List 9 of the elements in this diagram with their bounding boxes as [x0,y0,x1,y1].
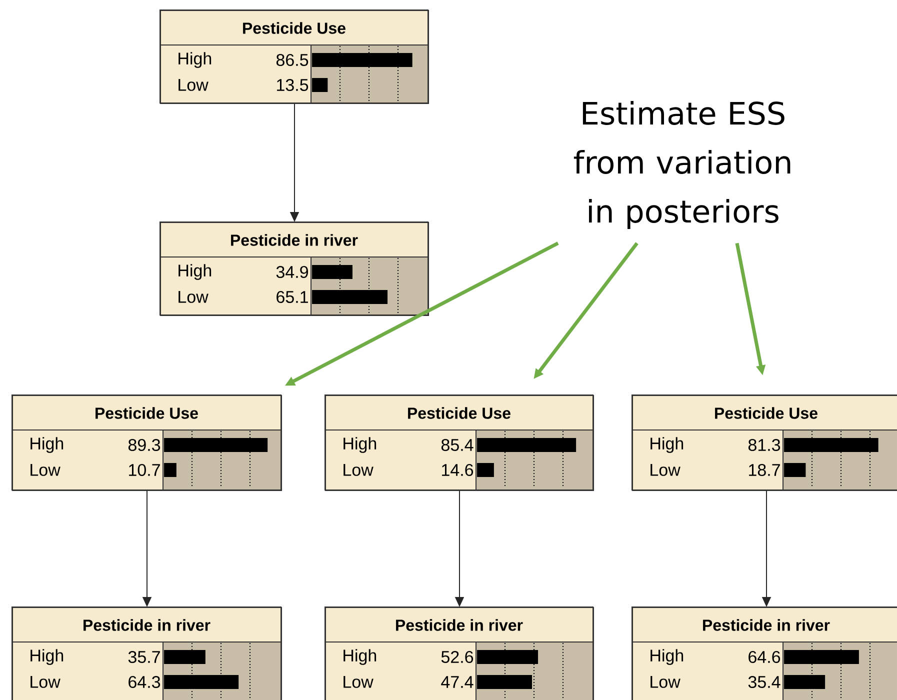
network-node-box: Pesticide in river High 64.6 Low 35.4 [632,606,897,700]
annotation-text: Estimate ESS from variation in posteriors [574,101,790,229]
network-node-box: Pesticide in river High 35.7 Low 64.3 [12,606,282,700]
network-node-box: Pesticide in river High 34.9 Low 65.1 [160,222,429,316]
network-node-box: Pesticide Use High 89.3 Low 10.7 [12,394,282,491]
network-node-box: Pesticide Use High 85.4 Low 14.6 [324,394,594,491]
network-node-box: Pesticide Use High 81.3 Low 18.7 [632,394,897,491]
network-node-box: Pesticide Use High 86.5 Low 13.5 [160,10,429,104]
network-node-box: Pesticide in river High 52.6 Low 47.4 [324,606,594,700]
